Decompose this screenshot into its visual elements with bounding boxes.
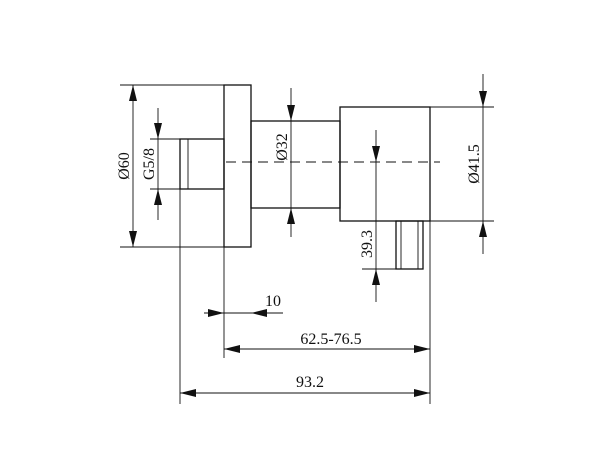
arrowhead: [479, 221, 487, 237]
arrowhead: [414, 345, 430, 353]
arrowhead: [129, 85, 137, 101]
arrowhead: [287, 105, 295, 121]
flange-diameter-label: Ø60: [116, 152, 133, 180]
arrowhead: [414, 389, 430, 397]
overall-length-label: 93.2: [296, 374, 324, 391]
outlet-head: [339, 106, 431, 222]
body-diameter-label: Ø32: [274, 133, 291, 161]
outlet-height-label: 39.3: [359, 230, 376, 258]
arrowhead: [224, 345, 240, 353]
arrowhead: [372, 269, 380, 285]
thread-label: G5/8: [141, 148, 158, 180]
arrowhead: [154, 123, 162, 139]
outlet-nipple: [395, 220, 424, 270]
dim-flange-diameter: Ø60: [116, 84, 224, 248]
part-outline: [179, 84, 440, 270]
wall-flange: [223, 84, 252, 248]
arrowhead: [372, 146, 380, 162]
arrowhead: [208, 309, 224, 317]
dim-outlet-height: 39.3: [359, 130, 396, 302]
dim-body-diameter: Ø32: [274, 88, 295, 237]
outlet-diameter-label: Ø41.5: [466, 144, 483, 184]
dim-outlet-diameter: Ø41.5: [430, 74, 494, 254]
arrowhead: [479, 91, 487, 107]
thread-inlet: [179, 138, 225, 190]
arrowhead: [129, 231, 137, 247]
body-cylinder: [250, 120, 341, 209]
flange-thickness-label: 10: [265, 293, 281, 310]
dim-adjust-length: 62.5-76.5: [223, 221, 431, 404]
dim-flange-thickness: 10: [204, 293, 283, 317]
arrowhead: [251, 309, 267, 317]
dim-thread: G5/8: [141, 108, 180, 220]
arrowhead: [180, 389, 196, 397]
arrowhead: [154, 189, 162, 205]
adjust-length-label: 62.5-76.5: [300, 331, 361, 348]
arrowhead: [287, 208, 295, 224]
dim-overall-length: 93.2: [179, 189, 430, 404]
